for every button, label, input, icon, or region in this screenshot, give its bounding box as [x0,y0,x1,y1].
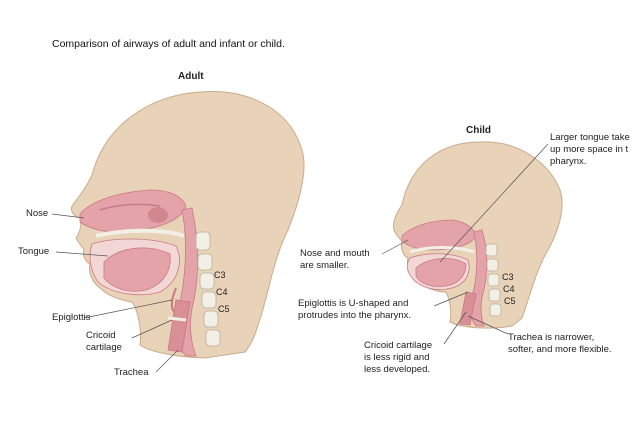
child-label-tongue: Larger tongue take up more space in t ph… [550,132,630,168]
child-vertebra-c3: C3 [502,272,514,282]
child-label-tongue-line3: pharynx. [550,156,630,168]
adult-sinus [148,207,168,223]
child-vertebra-c4: C4 [503,284,515,294]
adult-vertebra-c4: C4 [216,287,228,297]
child-label-cricoid-line2: is less rigid and [364,352,432,364]
adult-label-trachea: Trachea [114,367,149,379]
adult-label-nose: Nose [26,208,48,220]
child-label-cricoid-line1: Cricoid cartilage [364,340,432,352]
adult-head [71,92,304,358]
adult-vertebra-c3: C3 [214,270,226,280]
child-label-tongue-line2: up more space in t [550,144,630,156]
adult-label-cricoid: Cricoid cartilage [86,330,122,354]
child-label-trachea: Trachea is narrower, softer, and more fl… [508,332,612,356]
child-label-epiglottis: Epiglottis is U-shaped and protrudes int… [298,298,411,322]
adult-label-tongue: Tongue [18,246,49,258]
child-label-trachea-line2: softer, and more flexible. [508,344,612,356]
adult-label-epiglottis: Epiglottis [52,312,91,324]
child-label-trachea-line1: Trachea is narrower, [508,332,612,344]
adult-label-cricoid-line1: Cricoid [86,330,122,342]
child-vertebra-c5: C5 [504,296,516,306]
child-label-epiglottis-line1: Epiglottis is U-shaped and [298,298,411,310]
child-label-cricoid-line3: less developed. [364,364,432,376]
child-label-cricoid: Cricoid cartilage is less rigid and less… [364,340,432,376]
child-label-nose-line1: Nose and mouth [300,248,370,260]
child-label-nose-line2: are smaller. [300,260,370,272]
child-head [393,142,562,328]
child-label-tongue-line1: Larger tongue take [550,132,630,144]
child-label-epiglottis-line2: protrudes into the pharynx. [298,310,411,322]
adult-cricoid-shape [168,318,186,320]
adult-label-cricoid-line2: cartilage [86,342,122,354]
child-label-nose: Nose and mouth are smaller. [300,248,370,272]
adult-vertebra-c5: C5 [218,304,230,314]
